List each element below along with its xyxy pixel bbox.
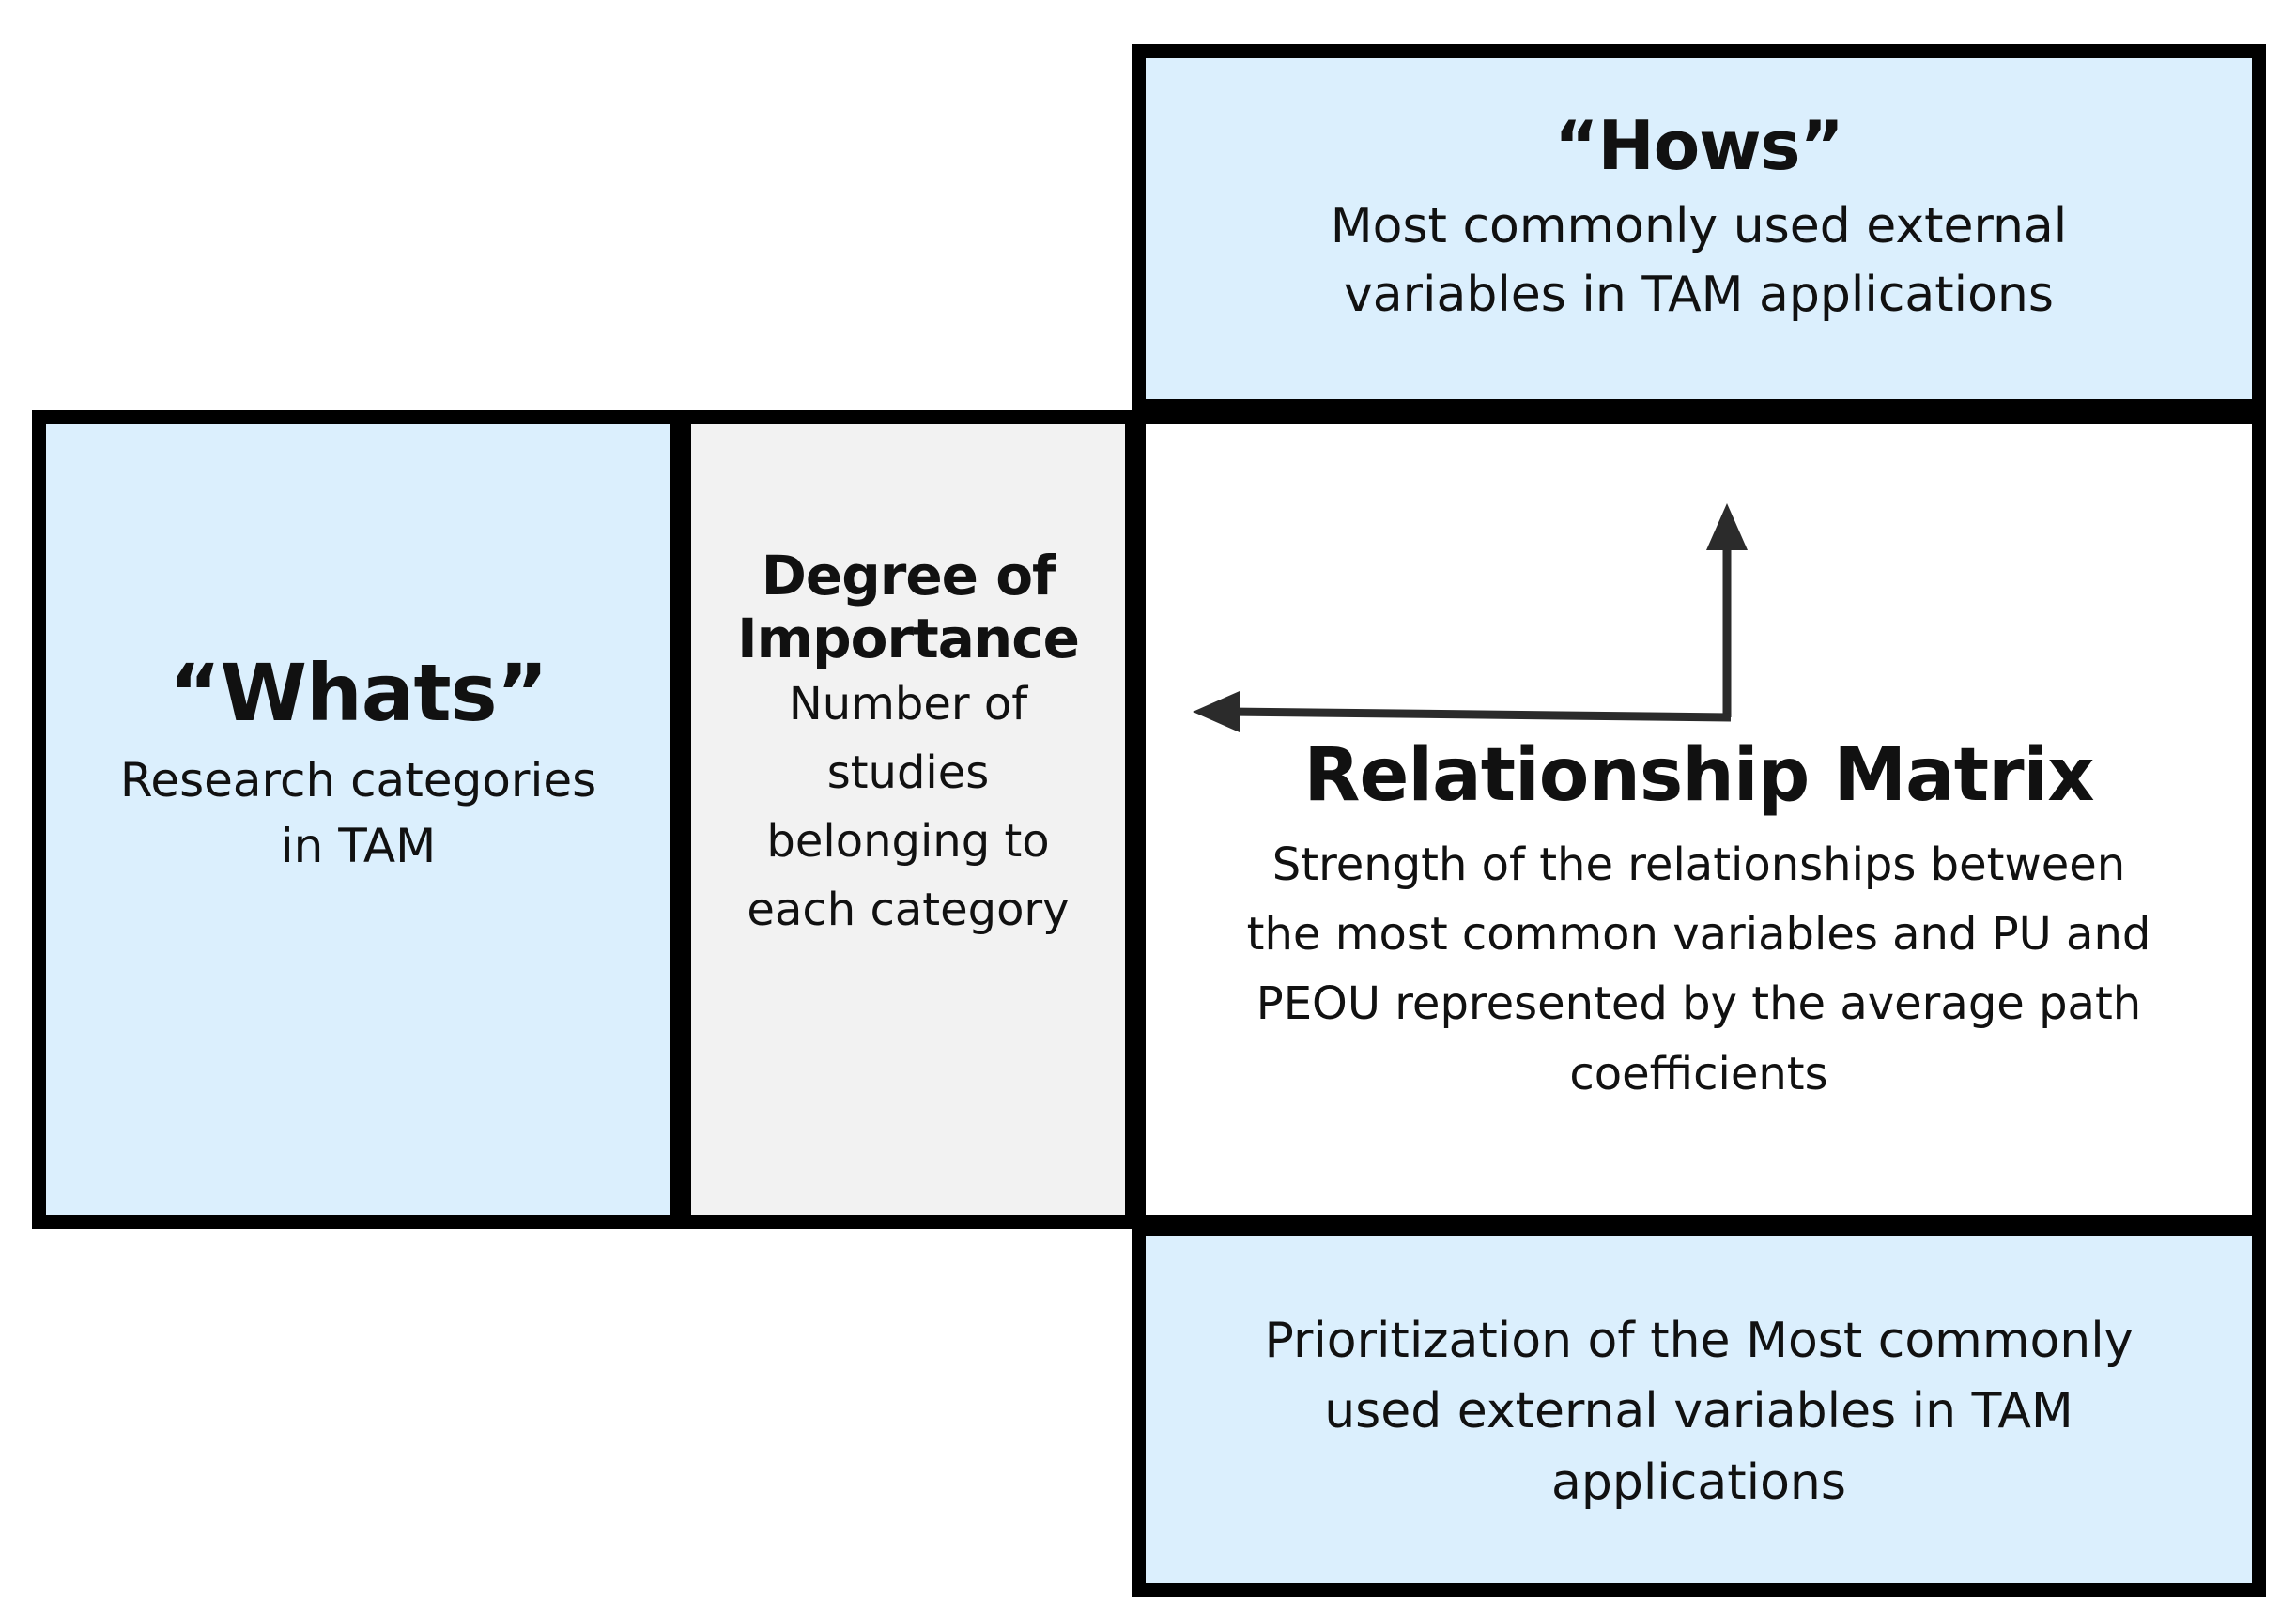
degree-of-importance-box: Degree of Importance Number of studies b… <box>677 410 1139 1229</box>
hows-description: Most commonly used external variables in… <box>1330 198 2068 323</box>
relationship-matrix-description: Strength of the relationships between th… <box>1246 838 2151 1100</box>
whats-box: “Whats” Research categories in TAM <box>32 410 685 1229</box>
relationship-matrix-title: Relationship Matrix <box>1303 733 2094 818</box>
hows-box: “Hows” Most commonly used external varia… <box>1132 44 2266 413</box>
relationship-matrix-content: Relationship Matrix Strength of the rela… <box>1146 733 2252 1109</box>
degree-of-importance-title: Degree of Importance <box>737 544 1080 671</box>
degree-of-importance-description: Number of studies belonging to each cate… <box>747 677 1070 936</box>
arrow-up-head-icon <box>1706 503 1748 550</box>
hows-title: “Hows” <box>1554 106 1844 186</box>
arrow-left-icon <box>1227 707 1732 722</box>
prioritization-box: Prioritization of the Most commonly used… <box>1132 1222 2266 1597</box>
whats-description: Research categories in TAM <box>119 753 597 874</box>
relationship-matrix-box: Relationship Matrix Strength of the rela… <box>1132 410 2266 1229</box>
arrow-left-head-icon <box>1193 691 1240 732</box>
prioritization-description: Prioritization of the Most commonly used… <box>1264 1312 2134 1511</box>
whats-title: “Whats” <box>169 646 548 739</box>
